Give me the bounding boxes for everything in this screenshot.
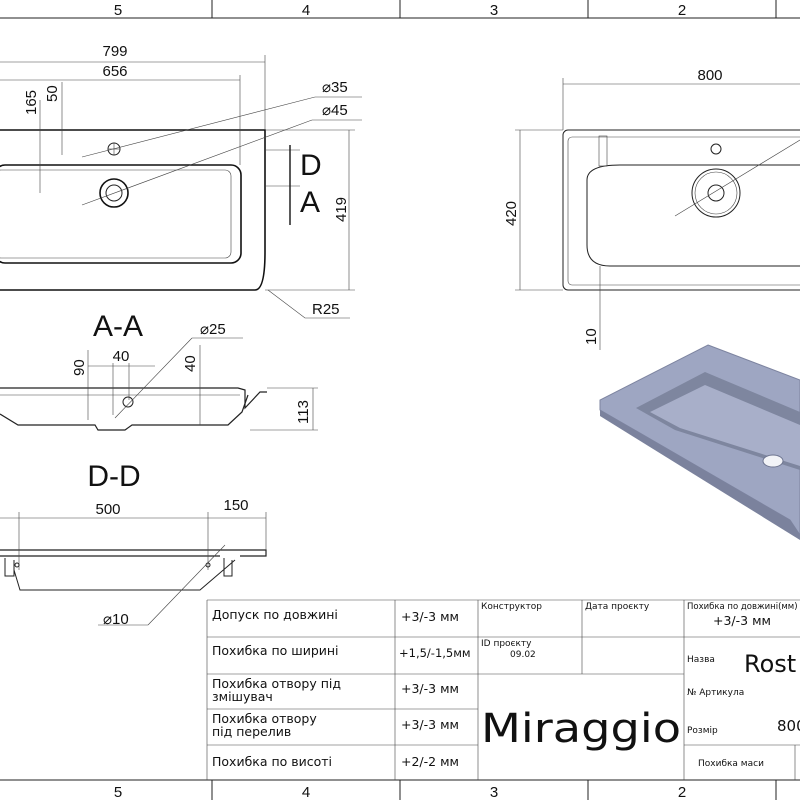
tolerance-value: +1,5/-1,5мм <box>399 646 471 660</box>
section-a-a: A-A ⌀25 90 40 40 113 <box>0 310 318 431</box>
dim-150: 150 <box>223 497 248 514</box>
mass-tol-label: Похибка маси <box>698 759 764 769</box>
dim-hole-10: ⌀10 <box>103 611 129 628</box>
dim-656: 656 <box>102 63 127 80</box>
dim-800: 800 <box>697 67 722 84</box>
top-view: 799 656 165 50 ⌀35 ⌀45 D A 419 R25 <box>0 43 362 319</box>
size-label: Розмір <box>687 726 718 736</box>
size-value: 800 <box>777 717 800 735</box>
dim-420: 420 <box>503 201 520 226</box>
tolerance-value: +3/-3 мм <box>401 681 459 696</box>
tolerance-label: Допуск по довжині <box>212 607 338 622</box>
product-name: Rost <box>744 650 796 678</box>
dim-hole-25: ⌀25 <box>200 321 226 338</box>
dim-r25: R25 <box>312 301 340 318</box>
section-d-d-title: D-D <box>87 460 140 493</box>
tolerance-label: Похибка отвору під перелив <box>212 712 317 739</box>
tolerance-value: +3/-3 мм <box>401 609 459 624</box>
dim-hole-45: ⌀45 <box>322 102 348 119</box>
date-label: Дата проєкту <box>585 602 650 612</box>
tolerance-label-container: Похибка отвору під перелив <box>212 712 317 739</box>
zone-label: 4 <box>302 2 310 19</box>
tolerance-label-container: Похибка отвору під змішувач <box>212 677 341 704</box>
zone-label: 5 <box>114 784 122 800</box>
tolerance-value: +2/-2 мм <box>401 754 459 769</box>
dim-40: 40 <box>113 348 130 365</box>
zone-label: 2 <box>678 784 686 800</box>
tolerance-label: Похибка по ширині <box>212 643 339 658</box>
article-label: № Артикула <box>687 688 744 698</box>
zone-label: 2 <box>678 2 686 19</box>
sink-3d-render <box>599 344 800 540</box>
designer-label: Конструктор <box>481 602 542 612</box>
dim-90: 90 <box>71 359 88 376</box>
name-label: Назва <box>687 655 715 665</box>
dim-10: 10 <box>583 328 600 345</box>
tolerance-label: Похибка по висоті <box>212 754 332 769</box>
project-id: 09.02 <box>510 650 536 660</box>
dim-799: 799 <box>102 43 127 60</box>
title-block: Допуск по довжині +3/-3 мм Похибка по ши… <box>206 599 800 780</box>
section-mark-d: D <box>300 149 322 182</box>
zone-label: 4 <box>302 784 310 800</box>
tolerance-value: +3/-3 мм <box>401 717 459 732</box>
tolerance-label: Похибка отвору під змішувач <box>212 677 341 704</box>
length-tol-value: +3/-3 мм <box>713 613 771 628</box>
section-mark-a: A <box>300 186 320 219</box>
zone-label: 3 <box>490 2 498 19</box>
dim-113: 113 <box>295 400 312 424</box>
dim-500: 500 <box>95 501 120 518</box>
zone-label: 3 <box>490 784 498 800</box>
section-d-d: D-D 500 150 ⌀10 <box>0 460 267 628</box>
zone-label: 5 <box>114 2 122 19</box>
dim-hole-35: ⌀35 <box>322 79 348 96</box>
brand-logo: Miraggio <box>481 706 681 752</box>
dim-165: 165 <box>23 90 40 115</box>
section-a-a-title: A-A <box>93 310 143 343</box>
length-tol-label: Похибка по довжині(мм) <box>687 602 798 612</box>
dim-50: 50 <box>44 85 61 102</box>
right-view: 800 420 10 <box>503 67 800 350</box>
dim-40-vertical: 40 <box>182 355 199 372</box>
dim-419: 419 <box>333 197 350 222</box>
project-id-label: ID проєкту <box>481 639 532 649</box>
